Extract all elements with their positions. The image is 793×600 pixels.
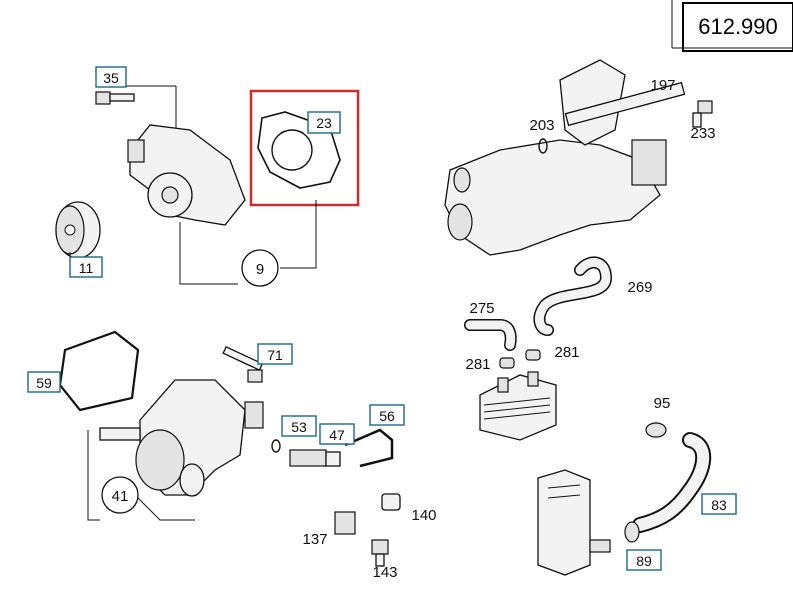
sensor-connector[interactable] [244, 401, 264, 429]
oil-cooler[interactable] [479, 371, 557, 441]
callout-box-56[interactable]: 56 [369, 404, 405, 426]
callout-47: 47 [329, 427, 345, 443]
clamp-89[interactable] [624, 521, 640, 543]
callout-59: 59 [36, 375, 52, 391]
callout-11: 11 [79, 260, 94, 276]
part-137[interactable] [334, 511, 356, 535]
callout-box-35[interactable]: 35 [95, 66, 127, 88]
callout-281-left: 281 [465, 356, 490, 373]
leader-line [87, 430, 100, 521]
hose-269[interactable] [533, 256, 613, 336]
bolt-233[interactable] [692, 100, 713, 128]
coolant-housing[interactable] [444, 59, 667, 256]
callout-56: 56 [379, 408, 395, 424]
diagram-id-box: 612.990 [682, 2, 793, 52]
callout-281-right: 281 [554, 344, 579, 361]
callout-9: 9 [256, 261, 264, 278]
clamp-281-left[interactable] [499, 357, 515, 369]
callout-197: 197 [650, 77, 675, 94]
callout-box-53[interactable]: 53 [281, 415, 317, 437]
callout-233: 233 [690, 125, 715, 142]
sensor-47[interactable] [289, 449, 341, 467]
pulley-11[interactable] [55, 201, 101, 259]
callout-23: 23 [316, 115, 332, 131]
callout-203: 203 [529, 117, 554, 134]
callout-35: 35 [103, 70, 119, 86]
callout-137: 137 [302, 531, 327, 548]
callout-box-89[interactable]: 89 [626, 549, 662, 571]
gasket-23[interactable] [257, 111, 341, 189]
callout-83: 83 [711, 497, 727, 513]
part-140[interactable] [381, 493, 401, 511]
clamp-281-right[interactable] [525, 349, 541, 361]
o-ring-53[interactable] [271, 439, 281, 453]
gasket-59[interactable] [58, 330, 140, 412]
callout-box-83[interactable]: 83 [701, 493, 737, 515]
callout-95: 95 [654, 395, 671, 412]
callout-89: 89 [636, 553, 652, 569]
leader-line [179, 222, 238, 285]
callout-circle-9[interactable] [241, 249, 279, 287]
bolt-143[interactable] [371, 539, 389, 567]
pipe-197[interactable] [564, 81, 686, 127]
clamp-95[interactable] [645, 422, 667, 438]
callout-circle-41[interactable] [101, 476, 139, 514]
callout-box-71[interactable]: 71 [257, 343, 293, 365]
callout-box-59[interactable]: 59 [27, 371, 61, 393]
thermostat-housing[interactable] [99, 379, 246, 497]
callout-box-11[interactable]: 11 [69, 256, 103, 278]
callout-71: 71 [267, 347, 283, 363]
callout-box-23[interactable]: 23 [307, 111, 341, 134]
callout-box-47[interactable]: 47 [319, 423, 355, 445]
callout-41: 41 [112, 488, 129, 505]
callout-269: 269 [627, 279, 652, 296]
leader-line [137, 497, 195, 521]
o-ring-203[interactable] [538, 138, 548, 154]
bolt-35[interactable] [95, 91, 135, 105]
highlight-frame [249, 89, 360, 207]
callout-275: 275 [469, 300, 494, 317]
callout-143: 143 [372, 564, 397, 581]
diagram-id: 612.990 [698, 14, 778, 39]
hose-83[interactable] [632, 432, 712, 533]
clip-56[interactable] [344, 428, 394, 468]
leader-line [280, 200, 317, 269]
bolt-71[interactable] [222, 345, 264, 383]
callout-140: 140 [411, 507, 436, 524]
heat-exchanger[interactable] [537, 469, 611, 576]
hose-275[interactable] [464, 319, 517, 351]
callout-53: 53 [291, 419, 307, 435]
water-pump[interactable] [127, 124, 246, 226]
